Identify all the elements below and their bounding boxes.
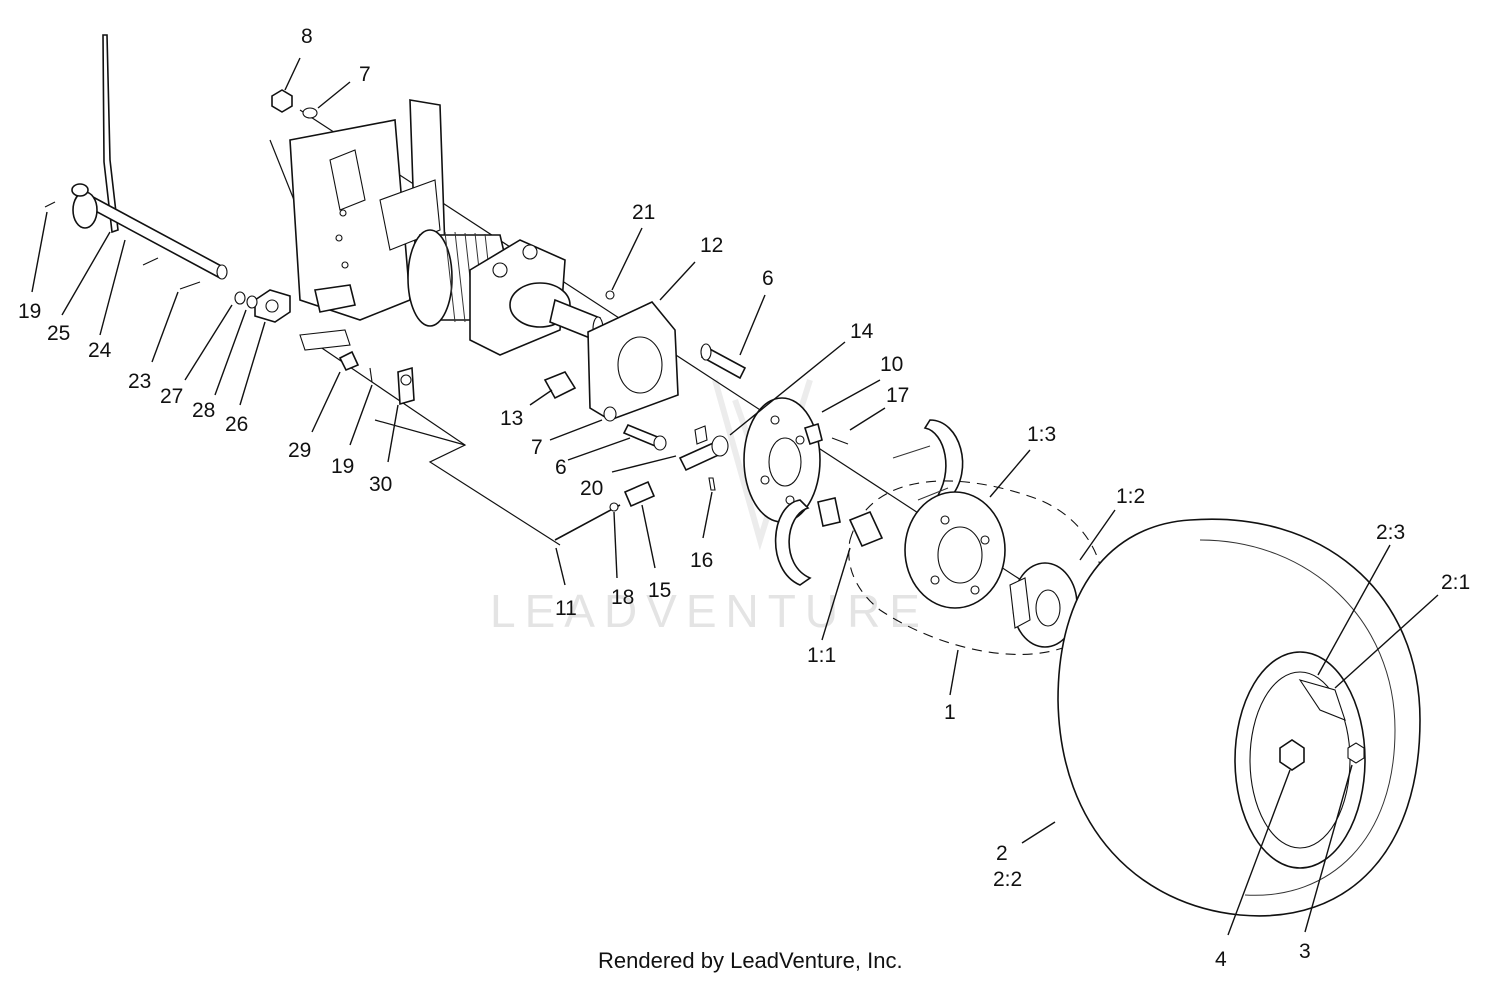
callout-2-3: 2:3 <box>1376 521 1405 544</box>
lower-hardware <box>338 350 415 406</box>
brake-backing-plate <box>743 397 849 523</box>
callout-19-lower: 19 <box>331 455 354 478</box>
footer-credit: Rendered by LeadVenture, Inc. <box>598 948 903 973</box>
flange-bearing <box>234 289 291 323</box>
top-hardware <box>271 89 318 119</box>
wheel-motor <box>407 229 604 356</box>
callout-8: 8 <box>301 25 313 48</box>
brake-drum <box>904 491 1006 609</box>
callout-17: 17 <box>886 384 909 407</box>
callout-1: 1 <box>944 701 956 724</box>
mounting-bolts <box>543 343 747 451</box>
wheel-stud <box>848 510 884 548</box>
callout-16: 16 <box>690 549 713 572</box>
callout-6-upper: 6 <box>762 267 774 290</box>
callout-11: 11 <box>555 597 577 620</box>
wheel-hub <box>1009 562 1078 648</box>
callout-25: 25 <box>47 322 70 345</box>
tire-wheel <box>1057 518 1421 917</box>
callout-14: 14 <box>850 320 874 343</box>
callout-24: 24 <box>88 339 112 362</box>
callout-26: 26 <box>225 413 248 436</box>
callout-13: 13 <box>500 407 523 430</box>
callout-30: 30 <box>369 473 392 496</box>
callout-2-1: 2:1 <box>1441 571 1470 594</box>
callout-18: 18 <box>611 586 634 609</box>
callout-12: 12 <box>700 234 723 257</box>
watermark-text: LEADVENTURE <box>490 585 929 637</box>
callout-27: 27 <box>160 385 183 408</box>
callout-29: 29 <box>288 439 311 462</box>
callout-1-2: 1:2 <box>1116 485 1145 508</box>
leader-lines <box>31 57 1439 936</box>
callout-28: 28 <box>192 399 215 422</box>
callout-23: 23 <box>128 370 151 393</box>
control-lever <box>44 34 228 290</box>
callout-3: 3 <box>1299 940 1311 963</box>
callout-7-lower: 7 <box>531 436 543 459</box>
callout-4: 4 <box>1215 948 1227 971</box>
mounting-plate <box>587 290 679 421</box>
callout-1-3: 1:3 <box>1027 423 1056 446</box>
callout-2: 2 <box>996 842 1008 865</box>
callout-15: 15 <box>648 579 671 602</box>
frame-bracket <box>289 99 446 351</box>
callout-21: 21 <box>632 201 655 224</box>
brake-shoes <box>774 419 964 586</box>
callout-6-lower: 6 <box>555 456 567 479</box>
callout-10: 10 <box>880 353 903 376</box>
callout-20: 20 <box>580 477 603 500</box>
callout-1-1: 1:1 <box>807 644 836 667</box>
callout-7-top: 7 <box>359 63 371 86</box>
callout-2-2: 2:2 <box>993 868 1022 891</box>
hub-assembly-outline <box>848 480 1104 655</box>
callout-labels: 8 7 19 25 24 23 27 28 26 29 19 30 21 12 … <box>18 25 1470 971</box>
brake-linkage <box>554 425 729 541</box>
callout-19-left: 19 <box>18 300 41 323</box>
